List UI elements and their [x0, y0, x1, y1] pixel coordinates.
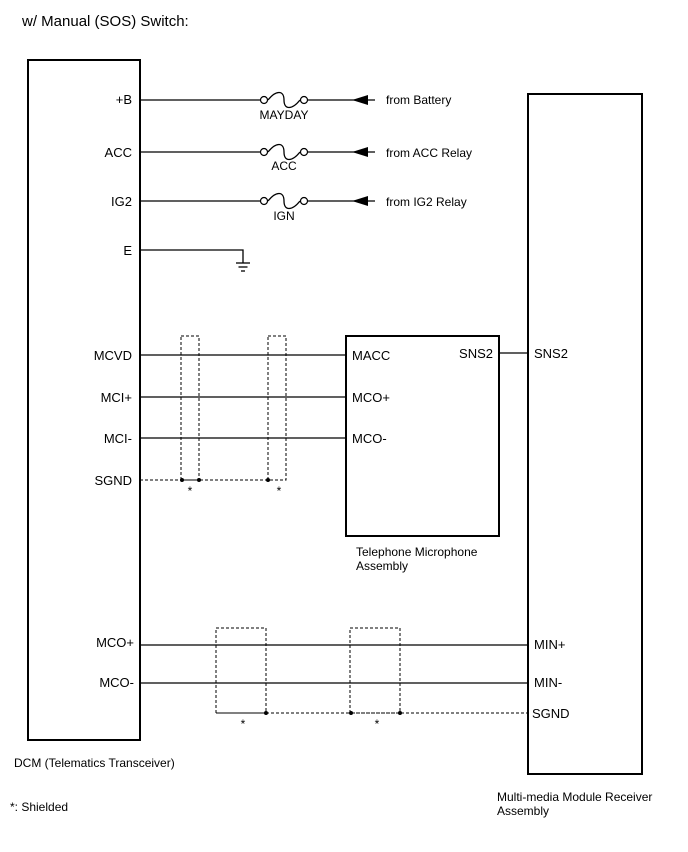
microphone-name-line2: Assembly — [356, 559, 408, 573]
microphone-name-line1: Telephone Microphone — [356, 545, 478, 559]
pin-b-plus: +B — [116, 92, 132, 107]
fuse-symbol — [267, 192, 301, 210]
arrow-left-icon — [352, 147, 368, 157]
receiver-wiring: MCO+ MCO- * * MIN+ MIN- SGND — [96, 627, 570, 731]
mic-pin-mco-minus: MCO- — [352, 431, 387, 446]
mic-pin-macc: MACC — [352, 348, 390, 363]
shield-mark: * — [277, 484, 282, 498]
shield-mark: * — [188, 484, 193, 498]
power-row-acc: ACC ACC from ACC Relay — [105, 143, 472, 173]
microphone-body — [345, 335, 500, 537]
ground-row: E — [123, 243, 250, 272]
diagram-title: w/ Manual (SOS) Switch: — [21, 13, 189, 30]
microphone-wiring: MCVD MCI+ MCI- SGND * * MACC MCO+ MCO- S… — [94, 335, 568, 498]
pin-e: E — [123, 243, 132, 258]
mic-pin-mco-plus: MCO+ — [352, 390, 390, 405]
mic-pin-sns2: SNS2 — [459, 346, 493, 361]
pin-sgnd: SGND — [94, 473, 132, 488]
shield-outline — [267, 335, 287, 481]
receiver-name-line1: Multi-media Module Receiver — [497, 790, 652, 804]
receiver-pin-min-plus: MIN+ — [534, 637, 565, 652]
fuse-label-ign: IGN — [273, 209, 294, 223]
dcm-name: DCM (Telematics Transceiver) — [14, 756, 175, 770]
source-ig2-relay: from IG2 Relay — [386, 195, 467, 209]
fuse-label-acc: ACC — [271, 159, 297, 173]
receiver-pin-sns2: SNS2 — [534, 346, 568, 361]
fuse-symbol — [267, 143, 301, 161]
pin-acc: ACC — [105, 145, 132, 160]
ground-icon — [236, 262, 250, 272]
fuse-label-mayday: MAYDAY — [260, 108, 309, 122]
power-row-battery: +B MAYDAY from Battery — [116, 91, 451, 122]
shield-outline — [215, 627, 267, 714]
receiver-pin-sgnd: SGND — [532, 706, 570, 721]
source-battery: from Battery — [386, 93, 451, 107]
shield-mark: * — [375, 717, 380, 731]
pin-mco-minus: MCO- — [99, 675, 134, 690]
arrow-left-icon — [352, 95, 368, 105]
source-acc-relay: from ACC Relay — [386, 146, 472, 160]
pin-mci-plus: MCI+ — [101, 390, 132, 405]
arrow-left-icon — [352, 196, 368, 206]
shield-outline — [349, 627, 401, 714]
footnote: *: Shielded — [10, 800, 68, 814]
fuse-symbol — [267, 91, 301, 109]
pin-ig2: IG2 — [111, 194, 132, 209]
shield-outline — [180, 335, 200, 481]
dcm-body — [27, 59, 141, 741]
pin-mco-plus: MCO+ — [96, 635, 134, 650]
shield-mark: * — [241, 717, 246, 731]
pin-mcvd: MCVD — [94, 348, 132, 363]
pin-mci-minus: MCI- — [104, 431, 132, 446]
receiver-pin-min-minus: MIN- — [534, 675, 562, 690]
power-row-ig2: IG2 IGN from IG2 Relay — [111, 192, 467, 223]
receiver-name-line2: Assembly — [497, 804, 549, 818]
receiver-body — [527, 93, 643, 775]
